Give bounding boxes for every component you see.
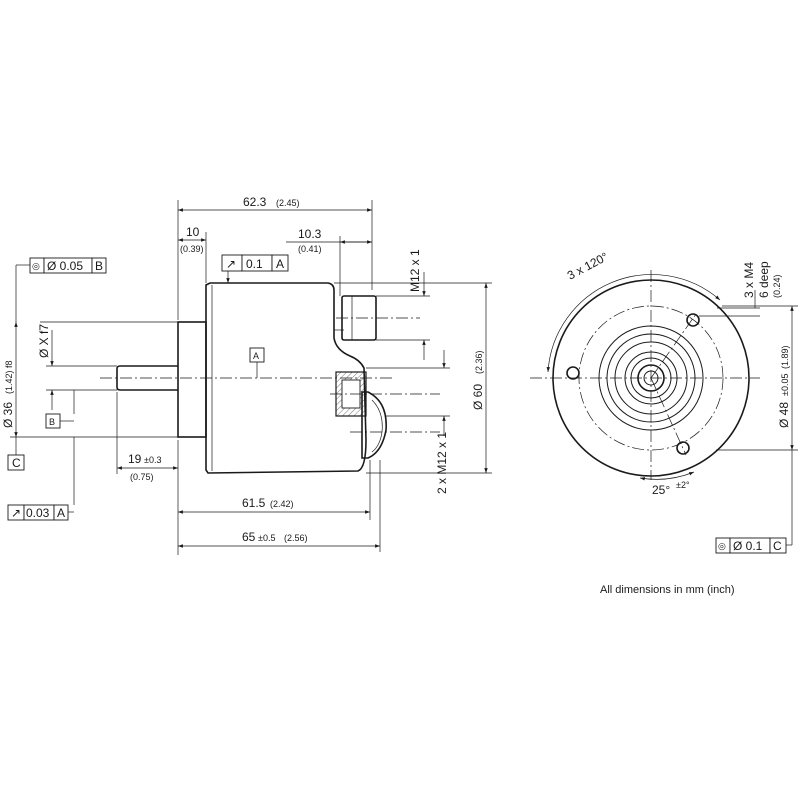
dim-36-inch: (1.42) f8: [4, 360, 14, 394]
svg-text:◎: ◎: [32, 261, 40, 271]
bolt-circle-tol: ±0.05: [780, 374, 790, 396]
housing: [205, 282, 367, 474]
hole-depth-inch: (0.24): [772, 274, 782, 298]
angle-25: 25°: [652, 483, 670, 497]
svg-text:A: A: [276, 257, 284, 271]
bolt-circle-dim: Ø 48: [777, 402, 791, 428]
dim-10-3: 10.3: [298, 227, 322, 241]
mounting-hole-bottom: [676, 441, 690, 455]
dim-10-3-inch: (0.41): [298, 244, 322, 254]
dim-60-inch: (2.36): [474, 350, 484, 374]
position-tolerance-frame: ◎ Ø 0.1 C: [715, 450, 793, 554]
dim-19: 19: [128, 452, 142, 466]
svg-text:C: C: [773, 539, 782, 553]
svg-text:0.1: 0.1: [246, 257, 263, 271]
dim-10: 10: [186, 225, 200, 239]
dim-36: Ø 36: [1, 402, 15, 428]
datum-c: C: [12, 456, 21, 470]
dim-shaft-fit: Ø X f7: [37, 324, 51, 358]
hole-depth: 6 deep: [757, 261, 771, 298]
hole-pattern: 3 x 120°: [565, 249, 611, 282]
dim-65-tol: ±0.5: [258, 533, 275, 543]
side-view: 62.3 (2.45) 10 (0.39) 10.3 (0.41) ↗ 0.1 …: [1, 195, 492, 555]
dim-61-5: 61.5: [242, 496, 266, 510]
concentricity-frame-left: ◎ Ø 0.05 B: [15, 257, 107, 322]
mounting-hole-left: [566, 366, 580, 380]
dim-62-3-inch: (2.45): [276, 198, 300, 208]
angle-25-tol: ±2°: [676, 480, 690, 490]
dim-65-inch: (2.56): [284, 533, 308, 543]
bolt-circle-inch: (1.89): [780, 345, 790, 369]
bolt-circle: [578, 305, 724, 451]
dim-60: Ø 60: [471, 384, 485, 410]
dim-2x-m12: 2 x M12 x 1: [435, 432, 449, 494]
dim-10-inch: (0.39): [180, 244, 204, 254]
runout-frame-top: ↗ 0.1 A: [221, 254, 289, 283]
dim-62-3: 62.3: [243, 195, 267, 209]
units-note: All dimensions in mm (inch): [600, 584, 735, 596]
svg-text:◎: ◎: [718, 541, 726, 551]
svg-text:Ø 0.1: Ø 0.1: [733, 539, 763, 553]
datum-a: A: [253, 351, 259, 361]
shaft: [116, 365, 178, 391]
angle-arc-120: [546, 274, 721, 373]
runout-frame-bottom: ↗ 0.03 A: [7, 437, 75, 521]
svg-text:A: A: [57, 506, 65, 520]
svg-text:Ø 0.05: Ø 0.05: [47, 259, 83, 273]
svg-text:0.03: 0.03: [26, 506, 50, 520]
dim-19-inch: (0.75): [130, 472, 154, 482]
centering-spigot: [177, 321, 207, 438]
datum-b: B: [49, 417, 55, 427]
dim-61-5-inch: (2.42): [270, 499, 294, 509]
svg-text:↗: ↗: [226, 257, 236, 271]
dim-m12-upper: M12 x 1: [408, 249, 422, 292]
front-view: 3 x 120° 3 x M4 6 deep (0.24) Ø 48 ±0.05…: [530, 249, 798, 554]
svg-text:B: B: [95, 259, 103, 273]
svg-text:↗: ↗: [11, 506, 21, 520]
hole-thread: 3 x M4: [742, 262, 756, 298]
dim-19-tol: ±0.3: [144, 455, 161, 465]
dim-65: 65: [242, 530, 256, 544]
cap: [361, 391, 387, 459]
